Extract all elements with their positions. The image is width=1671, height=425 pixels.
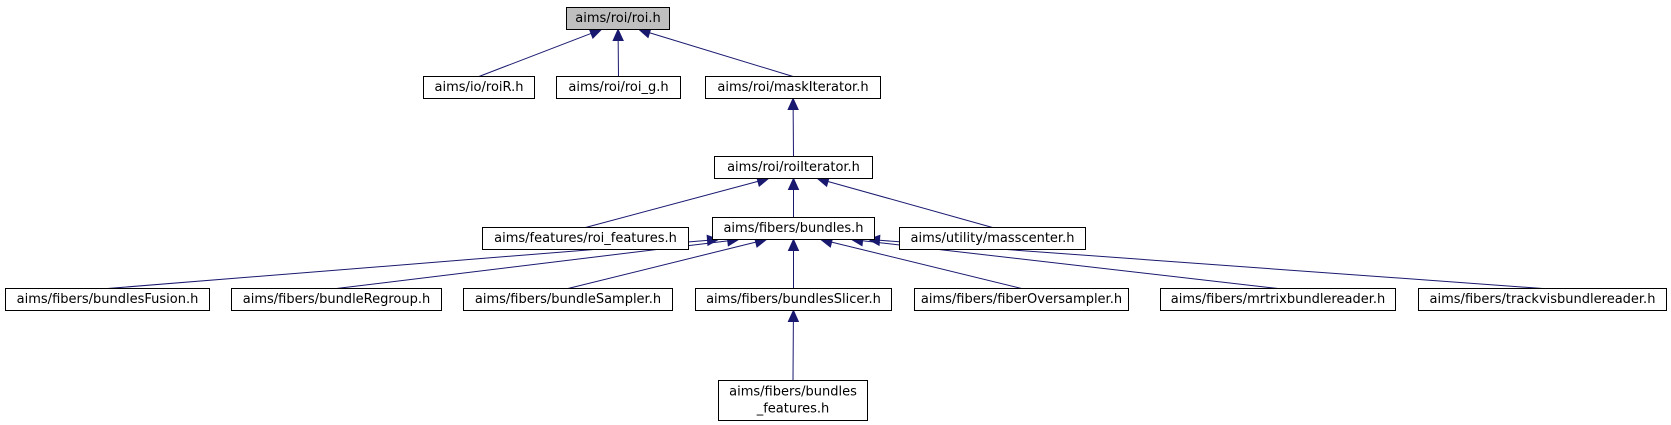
node-label: aims/fibers/mrtrixbundlereader.h (1171, 292, 1385, 307)
arrowhead-icon (787, 177, 800, 190)
nodes-layer: aims/roi/roi.h aims/io/roiR.h aims/roi/roi… (5, 7, 1667, 421)
node-box (712, 217, 875, 240)
node-box (5, 288, 210, 311)
node-box (695, 288, 892, 311)
node-roi[interactable]: aims/roi/roi.h (566, 7, 670, 30)
node-label: aims/features/roi_features.h (494, 231, 677, 246)
node-label: aims/utility/masscenter.h (911, 231, 1075, 246)
node-mrtrixbundlereader[interactable]: aims/fibers/mrtrixbundlereader.h (1160, 288, 1396, 311)
node-box (914, 288, 1129, 311)
node-label: aims/roi/roiIterator.h (727, 160, 860, 175)
node-box (714, 156, 873, 179)
arrowhead-icon (787, 238, 800, 251)
node-label: aims/roi/roi.h (575, 11, 660, 26)
node-label: aims/fibers/trackvisbundlereader.h (1430, 292, 1656, 307)
arrowhead-icon (612, 28, 624, 42)
edge-bundles-bundleSampler (567, 241, 756, 289)
node-box (718, 380, 868, 421)
edge-roiIterator-roi_features (585, 180, 759, 228)
arrowhead-icon (787, 97, 799, 111)
node-label: aims/roi/roi_g.h (568, 80, 668, 95)
node-bundleSampler[interactable]: aims/fibers/bundleSampler.h (463, 288, 673, 311)
node-label: aims/fibers/bundles (729, 385, 857, 400)
node-label: aims/fibers/bundlesSlicer.h (706, 292, 881, 307)
edge-bundles-fiberOversampler (831, 241, 1022, 289)
node-masscenter[interactable]: aims/utility/masscenter.h (899, 227, 1086, 250)
node-bundlesSlicer[interactable]: aims/fibers/bundlesSlicer.h (695, 288, 892, 311)
edge-roi-roiR (478, 32, 592, 77)
edge-roiIterator-masscenter (827, 180, 993, 228)
node-roiIterator[interactable]: aims/roi/roiIterator.h (714, 156, 873, 179)
node-box (463, 288, 673, 311)
node-bundles[interactable]: aims/fibers/bundles.h (712, 217, 875, 240)
node-box (231, 288, 442, 311)
node-bundles_features[interactable]: aims/fibers/bundles _features.h (718, 380, 868, 421)
node-box (899, 227, 1086, 250)
node-bundleRegroup[interactable]: aims/fibers/bundleRegroup.h (231, 288, 442, 311)
node-label: aims/roi/maskIterator.h (717, 80, 868, 95)
arrowhead-icon (588, 28, 603, 40)
node-label: aims/fibers/fiberOversampler.h (921, 292, 1122, 307)
node-box (1418, 288, 1667, 311)
node-box (423, 76, 535, 99)
node-box (482, 227, 689, 250)
node-roi_features[interactable]: aims/features/roi_features.h (482, 227, 689, 250)
node-box (705, 76, 881, 99)
node-label: aims/io/roiR.h (435, 80, 524, 95)
node-label: aims/fibers/bundlesFusion.h (17, 292, 199, 307)
edge-roi-maskIterator (649, 32, 794, 77)
node-box (556, 76, 681, 99)
node-bundlesFusion[interactable]: aims/fibers/bundlesFusion.h (5, 288, 210, 311)
node-trackvisbundlereader[interactable]: aims/fibers/trackvisbundlereader.h (1418, 288, 1667, 311)
node-fiberOversampler[interactable]: aims/fibers/fiberOversampler.h (914, 288, 1129, 311)
node-label: aims/fibers/bundles.h (723, 221, 863, 236)
node-maskIterator[interactable]: aims/roi/maskIterator.h (705, 76, 881, 99)
node-box (1160, 288, 1396, 311)
node-label: _features.h (756, 402, 830, 417)
node-roi_g[interactable]: aims/roi/roi_g.h (556, 76, 681, 99)
node-label: aims/fibers/bundleRegroup.h (243, 292, 431, 307)
node-roiR[interactable]: aims/io/roiR.h (423, 76, 535, 99)
node-box (566, 7, 670, 30)
arrowhead-icon (787, 309, 800, 323)
node-label: aims/fibers/bundleSampler.h (475, 292, 661, 307)
